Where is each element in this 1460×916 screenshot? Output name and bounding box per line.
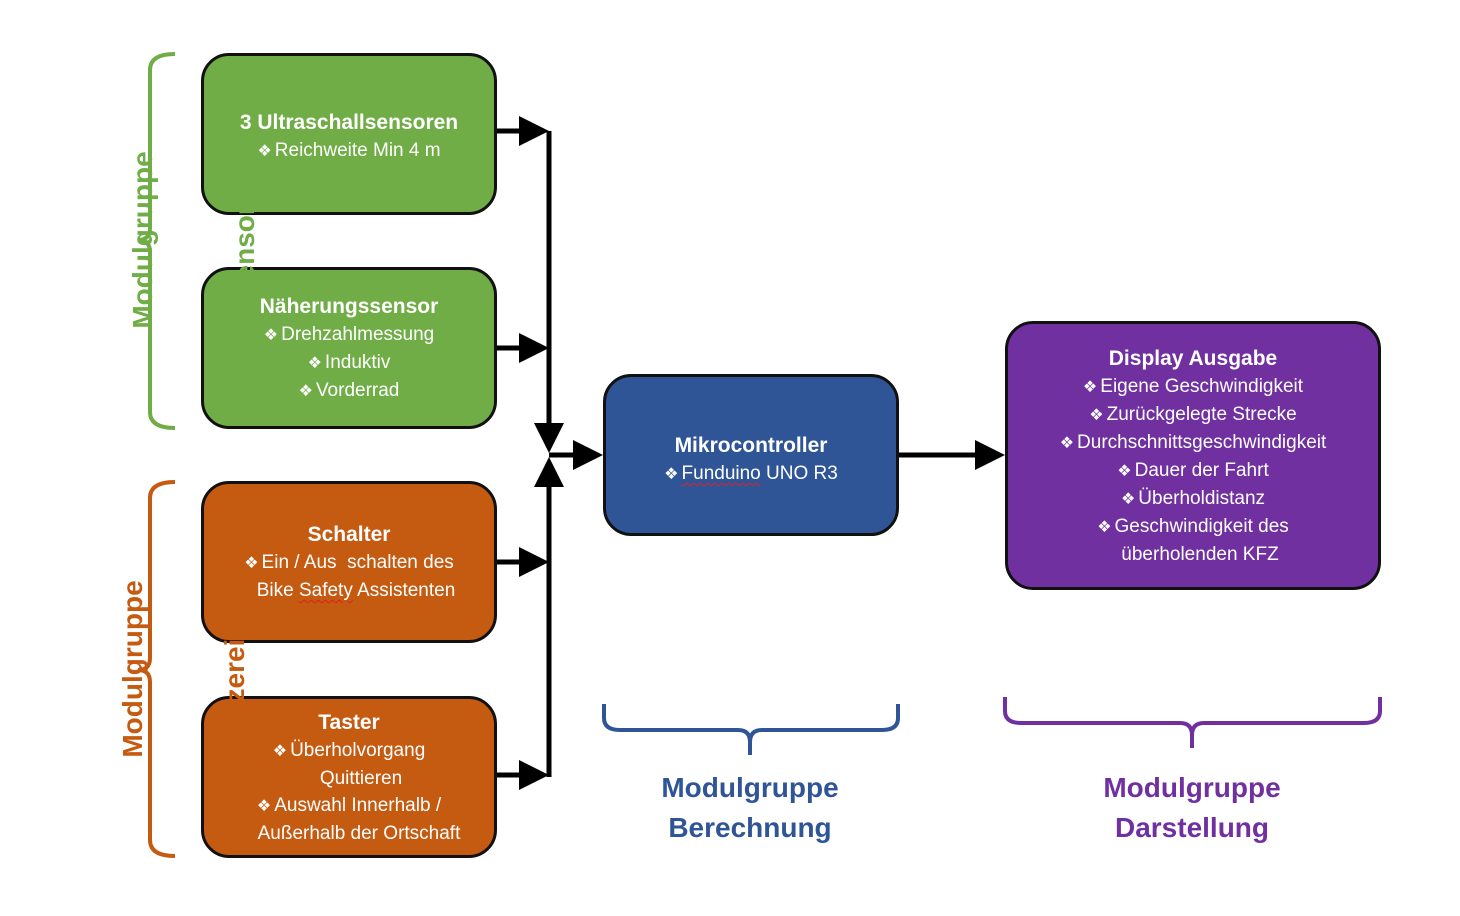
spellcheck-flagged-word: Funduino <box>681 463 761 484</box>
group-label-darstellung: Modulgruppe Darstellung <box>1103 772 1281 843</box>
list-item: ❖Induktiv <box>307 351 391 373</box>
box-title: Näherungssensor <box>259 294 439 318</box>
berechnung-brace <box>602 704 900 755</box>
benutzereingabe-brace <box>137 480 176 858</box>
list-item: ❖Auswahl Innerhalb / <box>256 794 442 816</box>
group-label-berechnung: Modulgruppe Berechnung <box>661 772 839 843</box>
list-item: ❖Zurückgelegte Strecke <box>1089 403 1297 425</box>
bullet-icon: ❖ <box>1120 490 1136 508</box>
box-title: Schalter <box>307 523 391 546</box>
group-label-benutzereingabe: Modulgruppe Benutzereingabe <box>117 556 250 782</box>
bullet-icon: ❖ <box>307 354 322 372</box>
bullet-icon: ❖ <box>272 742 288 760</box>
list-item-continuation: Bike Safety Assistenten <box>256 580 456 601</box>
list-item: ❖Geschwindigkeit des <box>1097 515 1289 537</box>
sensorik-brace <box>137 52 176 430</box>
bullet-icon: ❖ <box>1097 518 1112 536</box>
list-item-continuation: überholenden KFZ <box>1121 543 1279 565</box>
bullet-icon: ❖ <box>1082 378 1098 396</box>
list-item: ❖Ein / Aus schalten des <box>244 552 454 573</box>
box-naeherungssensor: Näherungssensor ❖Drehzahlmessung ❖Indukt… <box>201 267 497 429</box>
list-item-continuation: Quittieren <box>319 767 403 789</box>
box-title: Taster <box>318 710 380 734</box>
box-title: Mikrocontroller <box>674 434 828 457</box>
box-mikrocontroller: Mikrocontroller ❖Funduino UNO R3 <box>603 374 899 536</box>
bullet-icon: ❖ <box>263 326 279 344</box>
bullet-icon: ❖ <box>257 143 272 160</box>
list-item: ❖Vorderrad <box>298 379 400 401</box>
bullet-icon: ❖ <box>1059 434 1075 452</box>
list-item: ❖Reichweite Min 4 m <box>257 140 441 161</box>
group-label-sensorik: Modulgruppe Sensorik <box>127 151 260 329</box>
list-item: ❖Dauer der Fahrt <box>1117 459 1269 481</box>
darstellung-brace <box>1003 697 1382 748</box>
bullet-icon: ❖ <box>1117 462 1132 480</box>
list-item: ❖Funduino UNO R3 <box>664 463 838 484</box>
list-item: ❖Überholvorgang <box>272 739 426 761</box>
box-ultraschallsensoren: 3 Ultraschallsensoren ❖Reichweite Min 4 … <box>201 53 497 215</box>
bullet-icon: ❖ <box>298 382 313 400</box>
spellcheck-flagged-word: Safety <box>298 580 353 601</box>
list-item: ❖Durchschnittsgeschwindigkeit <box>1059 431 1327 453</box>
bullet-icon: ❖ <box>256 797 272 815</box>
box-taster: Taster ❖Überholvorgang Quittieren ❖Auswa… <box>201 696 497 858</box>
bullet-icon: ❖ <box>1089 406 1104 424</box>
list-item: ❖Drehzahlmessung <box>263 323 435 345</box>
list-item: ❖Eigene Geschwindigkeit <box>1082 375 1304 397</box>
box-title: 3 Ultraschallsensoren <box>239 111 459 134</box>
list-item: ❖Überholdistanz <box>1120 487 1266 509</box>
box-title: Display Ausgabe <box>1108 346 1278 370</box>
bullet-icon: ❖ <box>664 466 679 483</box>
list-item-continuation: Außerhalb der Ortschaft <box>257 822 461 844</box>
box-schalter: Schalter ❖Ein / Aus schalten des Bike Sa… <box>201 481 497 643</box>
box-display-ausgabe: Display Ausgabe ❖Eigene Geschwindigkeit … <box>1005 321 1381 590</box>
bullet-icon: ❖ <box>244 555 259 572</box>
